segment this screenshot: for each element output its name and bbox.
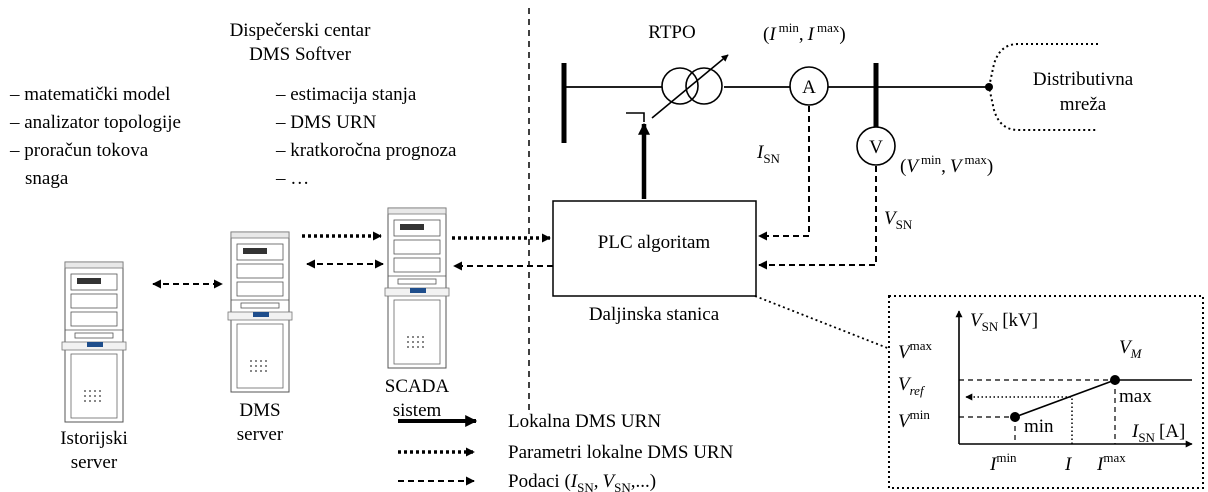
i-label: I (1064, 454, 1073, 475)
min-point-label: min (1024, 416, 1054, 437)
network-label-line1: Distributivna (1033, 69, 1134, 90)
characteristic-slope (1014, 379, 1116, 418)
scada-server-label: SCADA (385, 376, 450, 397)
right-list-item: – estimacija stanja (275, 84, 417, 105)
dms-server-icon (227, 231, 293, 393)
legend-dotted-label: Parametri lokalne DMS URN (508, 442, 734, 463)
scada-server-label: sistem (393, 400, 442, 421)
right-list-item: – kratkoročna prognoza (275, 140, 457, 161)
voltmeter-symbol: V (869, 137, 883, 158)
historical-server-label: Istorijski (60, 428, 128, 449)
voltage-measurement-line (758, 166, 877, 270)
network-node (985, 83, 993, 91)
min-point (1010, 412, 1020, 422)
vmax-label: Vmax (898, 338, 932, 363)
dms-server-label: server (237, 424, 284, 445)
imin-label: Imin (989, 450, 1017, 475)
transformer-icon (626, 54, 729, 122)
max-point-label: max (1119, 386, 1152, 407)
center-title-line2: DMS Softver (249, 44, 352, 65)
left-list-item: – analizator topologije (9, 112, 181, 133)
vmin-label: Vmin (898, 407, 930, 432)
ammeter-symbol: A (802, 77, 816, 98)
plc-label: PLC algoritam (598, 232, 711, 253)
plc-box (552, 200, 757, 297)
imax-label: Imax (1096, 450, 1126, 475)
inset-connector (754, 295, 891, 350)
left-list-item: – proračun tokova (9, 140, 149, 161)
vsn-label: VSN (884, 208, 913, 232)
center-title-line1: Dispečerski centar (230, 20, 372, 41)
left-list-item: snaga (25, 168, 69, 189)
historical-server-label: server (71, 452, 118, 473)
vref-label: Vref (898, 374, 926, 398)
rtpo-label: RTPO (648, 22, 695, 43)
left-list-item: – matematički model (9, 84, 170, 105)
ammeter-icon (789, 66, 829, 106)
historical-server-icon (61, 261, 127, 423)
isn-label: ISN (756, 142, 781, 166)
scada-server-icon (384, 207, 450, 369)
inset-y-axis-label: VSN[kV] (970, 310, 1038, 334)
distribution-network-outline (987, 43, 1098, 131)
legend-solid-label: Lokalna DMS URN (508, 411, 661, 432)
max-point (1110, 375, 1120, 385)
network-label-line2: mreža (1060, 94, 1107, 115)
legend-dashed-label: Podaci (ISN,VSN,...) (508, 471, 656, 492)
dms-server-label: DMS (239, 400, 280, 421)
voltmeter-icon (856, 126, 896, 166)
inset-frame (888, 295, 1204, 489)
inset-x-axis-label: ISN[A] (1131, 421, 1185, 445)
remote-station-label: Daljinska stanica (589, 304, 720, 325)
vm-label: VM (1119, 337, 1143, 361)
current-measurement-line (758, 106, 810, 241)
right-list-item: – DMS URN (275, 112, 377, 133)
right-list-item: – … (275, 168, 309, 189)
